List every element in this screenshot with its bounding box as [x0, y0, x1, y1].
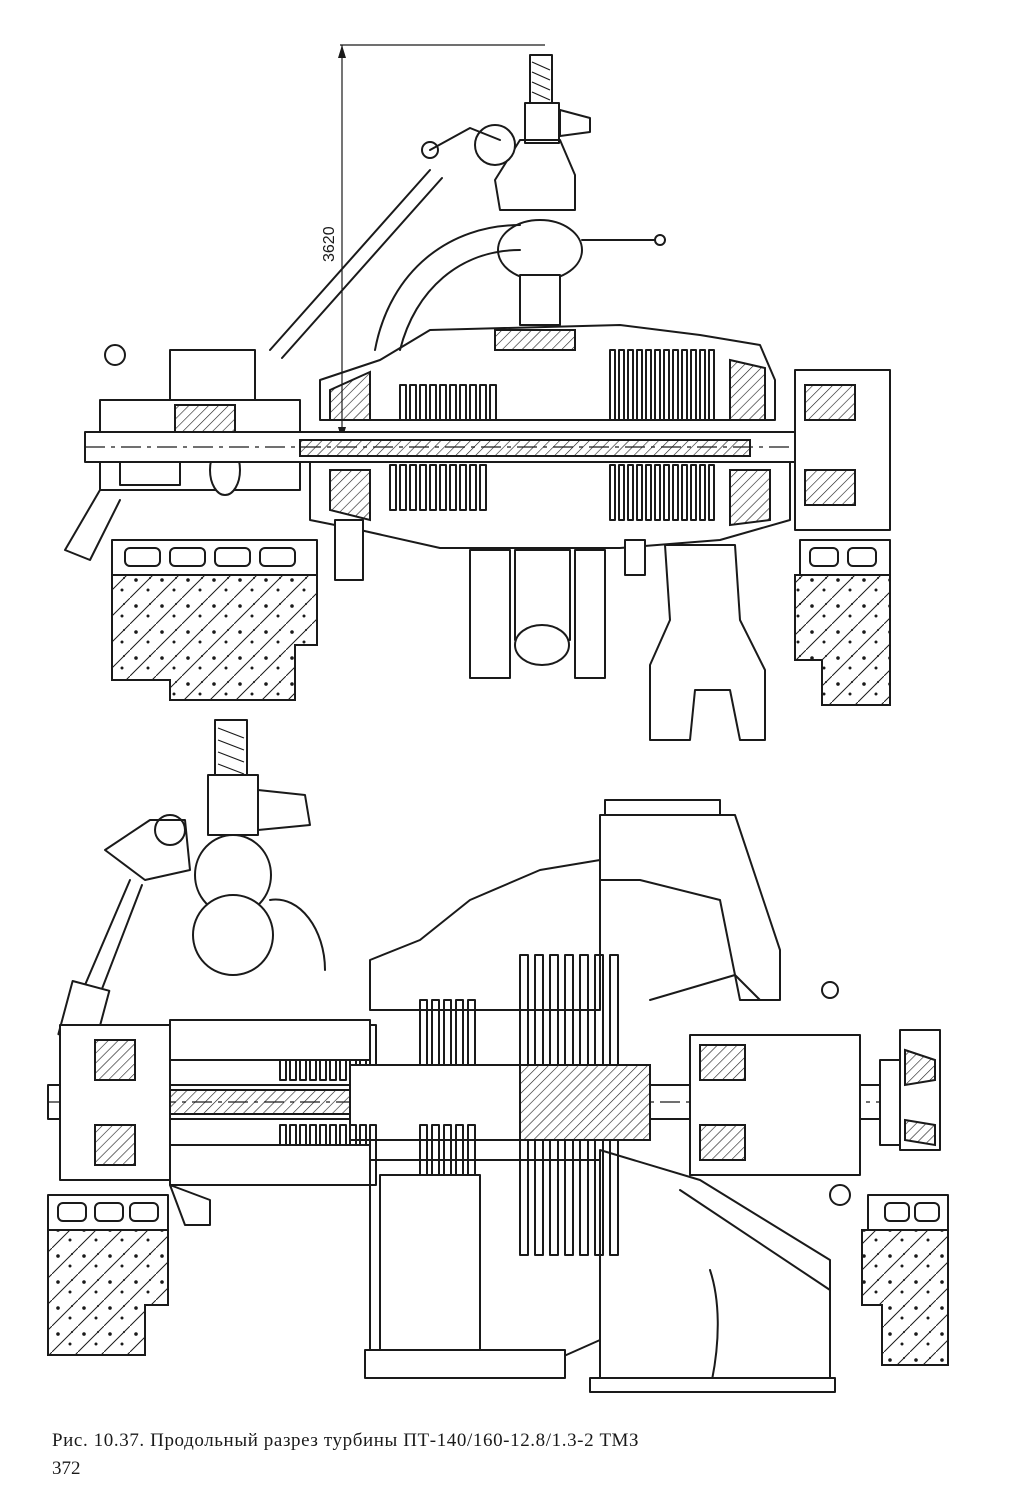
upper-section-view: 3620	[64, 44, 891, 741]
figure-caption: Рис. 10.37. Продольный разрез турбины ПТ…	[52, 1430, 640, 1451]
blade-row	[645, 349, 652, 421]
dimension-label: 3620	[321, 226, 338, 262]
blade-row	[672, 349, 679, 421]
blade-row	[564, 1139, 574, 1256]
rear-bearing-block-lower	[689, 981, 941, 1206]
control-valve-top	[269, 54, 666, 359]
blade-row	[699, 349, 706, 421]
blade-row	[609, 954, 619, 1066]
blade-row	[409, 384, 417, 421]
blade-row	[519, 1139, 529, 1256]
blade-row	[479, 464, 487, 511]
blade-row	[627, 349, 634, 421]
blade-row	[419, 384, 427, 421]
foundation-right-lower	[861, 1194, 949, 1366]
blade-row	[469, 384, 477, 421]
dimension-3620: 3620	[321, 44, 545, 440]
blade-row	[663, 349, 670, 421]
blade-row	[399, 384, 407, 421]
blade-row	[419, 464, 427, 511]
blade-row	[429, 384, 437, 421]
control-valve-lower	[57, 719, 326, 1045]
hp-stages-lower	[389, 464, 715, 521]
blade-row	[654, 464, 661, 521]
blade-row	[489, 384, 497, 421]
blade-row	[439, 464, 447, 511]
foundation-right-upper	[794, 539, 891, 706]
rotor-shaft-upper	[84, 431, 891, 463]
blade-row	[579, 1139, 589, 1256]
blade-row	[399, 464, 407, 511]
lp-exhaust-hood	[369, 799, 781, 1011]
blade-row	[681, 349, 688, 421]
hp-casing-lower	[309, 461, 791, 549]
lp-exhaust-lower	[364, 1149, 836, 1393]
blade-row	[708, 349, 715, 421]
lower-section-view	[47, 719, 949, 1393]
blade-row	[439, 384, 447, 421]
blade-row	[627, 464, 634, 521]
blade-row	[409, 464, 417, 511]
blade-row	[429, 464, 437, 511]
middle-bearing-block-upper	[794, 369, 891, 531]
blade-row	[534, 1139, 544, 1256]
blade-row	[663, 464, 670, 521]
blade-row	[672, 464, 679, 521]
blade-row	[636, 349, 643, 421]
blade-row	[479, 384, 487, 421]
blade-row	[389, 464, 397, 511]
blade-row	[459, 384, 467, 421]
blade-row	[609, 1139, 619, 1256]
front-bearing-block-lower	[59, 1019, 371, 1226]
hp-casing-upper	[319, 324, 776, 421]
foundation-left-lower	[47, 1194, 169, 1356]
blade-row	[636, 464, 643, 521]
blade-row	[609, 349, 616, 421]
page-number: 372	[52, 1458, 81, 1479]
blade-row	[690, 464, 697, 521]
blade-row	[618, 464, 625, 521]
blade-row	[449, 384, 457, 421]
blade-row	[609, 464, 616, 521]
blade-row	[699, 464, 706, 521]
hp-stages-upper	[399, 349, 715, 421]
blade-row	[708, 464, 715, 521]
steam-inlet-pipe	[374, 224, 521, 351]
blade-row	[618, 349, 625, 421]
blade-row	[654, 349, 661, 421]
blade-row	[690, 349, 697, 421]
blade-row	[681, 464, 688, 521]
blade-row	[645, 464, 652, 521]
blade-row	[449, 464, 457, 511]
lp-stages-upper	[279, 954, 619, 1081]
blade-row	[469, 464, 477, 511]
extraction-pipes-upper-view	[334, 519, 766, 741]
foundation-left-upper	[111, 539, 318, 701]
blade-row	[459, 464, 467, 511]
blade-row	[549, 1139, 559, 1256]
